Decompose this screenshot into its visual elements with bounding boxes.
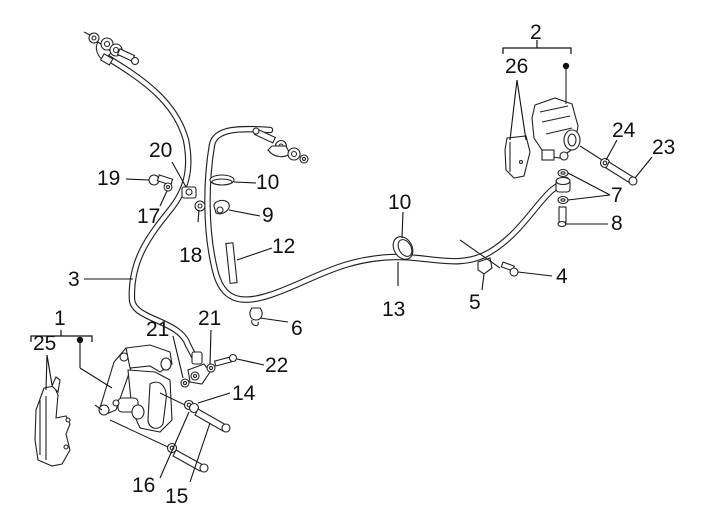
callout-4: 4 <box>556 265 568 288</box>
bolt-22[interactable] <box>213 353 238 367</box>
callout-3: 3 <box>68 268 80 291</box>
banjo-bolt-8[interactable] <box>557 206 567 228</box>
bolt-15[interactable] <box>172 449 209 473</box>
callout-13: 13 <box>382 298 406 321</box>
callout-9: 9 <box>262 204 274 227</box>
callout-1: 1 <box>54 307 66 330</box>
callout-26: 26 <box>505 55 529 78</box>
callout-22: 22 <box>265 354 289 377</box>
callout-5: 5 <box>469 291 481 314</box>
callout-19: 19 <box>97 167 121 190</box>
pump-pads-26[interactable] <box>504 135 531 179</box>
callout-7: 7 <box>611 184 623 207</box>
brake-hose-3[interactable] <box>104 54 200 364</box>
callout-6: 6 <box>291 317 303 340</box>
banjo-fitting-top-left[interactable] <box>83 31 140 66</box>
callout-10-lower: 10 <box>388 191 412 214</box>
protective-sleeve-12[interactable] <box>225 242 238 284</box>
callout-24: 24 <box>612 119 636 142</box>
callout-8: 8 <box>611 212 623 235</box>
callout-23: 23 <box>652 136 676 159</box>
callout-17: 17 <box>137 205 161 228</box>
screw-4[interactable] <box>500 261 519 277</box>
callout-25: 25 <box>33 332 57 355</box>
brake-master-cylinder-2[interactable] <box>531 66 581 161</box>
hose-bracket-20[interactable] <box>181 186 197 199</box>
banjo-fitting-top-middle[interactable] <box>252 127 309 164</box>
bolt-14[interactable] <box>194 408 231 433</box>
washers-7[interactable] <box>555 168 571 205</box>
brake-pads-25[interactable] <box>34 376 71 467</box>
washer-21-left[interactable] <box>180 378 190 388</box>
callout-21-left: 21 <box>146 318 170 341</box>
callout-10-upper: 10 <box>256 171 280 194</box>
washer-14[interactable] <box>183 399 200 414</box>
callout-2: 2 <box>530 21 542 44</box>
washer-17[interactable] <box>163 182 173 192</box>
callout-16: 16 <box>132 474 156 497</box>
washer-16[interactable] <box>166 442 178 454</box>
clip-6[interactable] <box>249 307 263 327</box>
nut-18[interactable] <box>194 200 206 212</box>
callout-21-right: 21 <box>198 307 222 330</box>
washer-21-right[interactable] <box>206 363 216 373</box>
banjo-fitting-caliper[interactable] <box>187 351 211 385</box>
hose-clamp-10-lower[interactable] <box>389 233 417 263</box>
callout-12: 12 <box>272 235 296 258</box>
hose-guide-5[interactable] <box>459 239 501 275</box>
leader-lines <box>30 40 653 483</box>
clip-9[interactable] <box>213 199 230 215</box>
callout-15: 15 <box>165 485 189 508</box>
callout-20: 20 <box>149 139 173 162</box>
hose-clamp-10-upper[interactable] <box>209 174 235 186</box>
bolt-23[interactable] <box>579 145 638 186</box>
brake-caliper-1[interactable] <box>94 344 186 449</box>
bolt-19[interactable] <box>148 174 174 186</box>
brake-hose-13[interactable] <box>204 125 570 303</box>
callout-14: 14 <box>232 382 256 405</box>
callout-18: 18 <box>179 244 203 267</box>
